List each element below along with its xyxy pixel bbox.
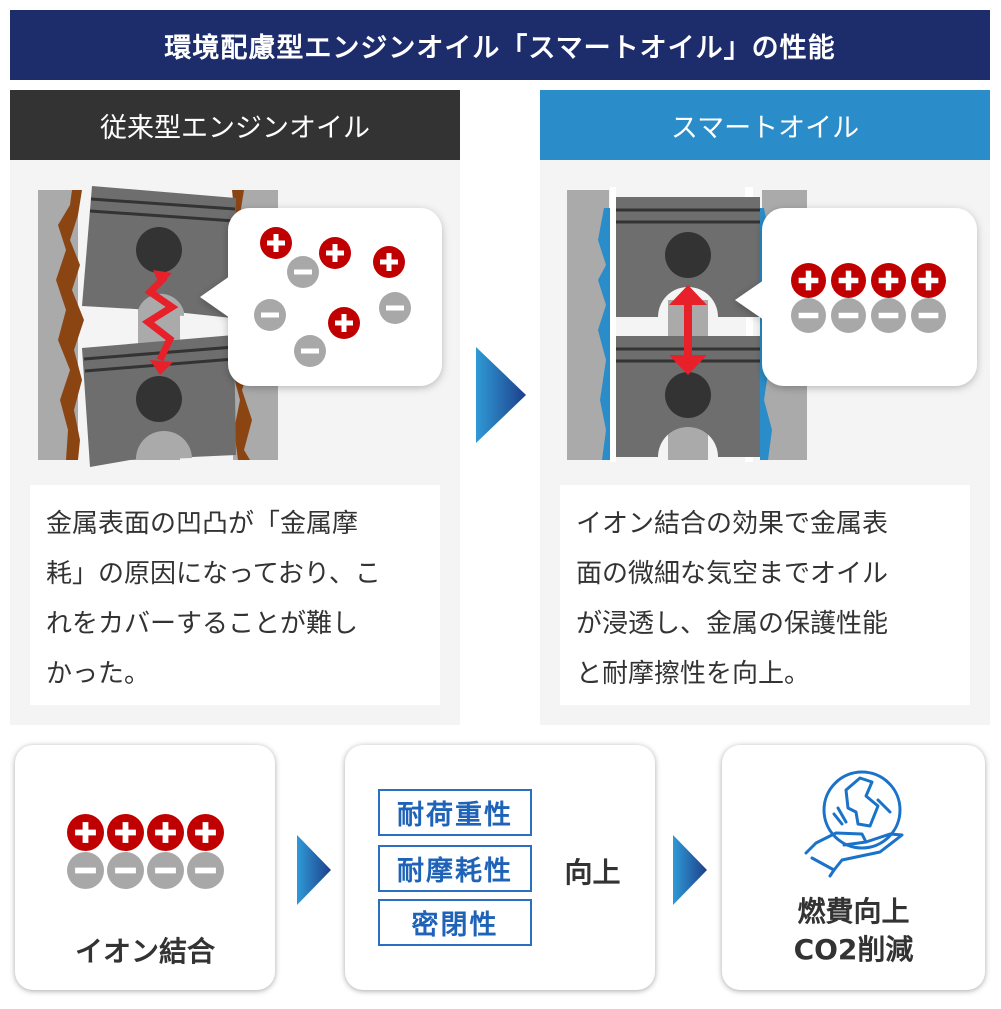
ion-bond-label: イオン結合 [74, 935, 215, 968]
wear-resistance-label: 耐摩耗性 [378, 845, 532, 892]
description-line: と耐摩擦性を向上。 [576, 659, 811, 689]
result-label: 燃費向上 CO2削減 [722, 893, 985, 969]
page-title: 環境配慮型エンジンオイル「スマートオイル」の性能 [10, 10, 990, 80]
conventional-oil-description: 金属表面の凹凸が「金属摩 耗」の原因になっており、こ れをカバーすることが難し … [30, 485, 440, 705]
arrow-right-icon [673, 835, 707, 905]
improve-label: 向上 [564, 856, 621, 889]
description-line: れをカバーすることが難し [46, 609, 359, 639]
conventional-oil-heading: 従来型エンジンオイル [10, 90, 460, 160]
fuel-economy-text: 燃費向上 [797, 895, 910, 928]
description-line: が浸透し、金属の保護性能 [576, 609, 889, 639]
smart-oil-heading: スマートオイル [540, 90, 990, 160]
arrow-right-icon [476, 347, 526, 443]
ion-bond-card [15, 745, 275, 990]
load-resistance-label: 耐荷重性 [378, 789, 532, 836]
description-line: 面の微細な気空までオイル [576, 559, 889, 589]
co2-reduction-text: CO2削減 [793, 933, 914, 966]
arrow-right-icon [297, 835, 331, 905]
description-line: イオン結合の効果で金属表 [576, 509, 889, 539]
description-line: 耗」の原因になっており、こ [46, 559, 381, 589]
sealing-label: 密閉性 [378, 899, 532, 946]
description-line: かった。 [46, 659, 151, 689]
smart-oil-description: イオン結合の効果で金属表 面の微細な気空までオイル が浸透し、金属の保護性能 と… [560, 485, 970, 705]
description-line: 金属表面の凹凸が「金属摩 [46, 509, 359, 539]
